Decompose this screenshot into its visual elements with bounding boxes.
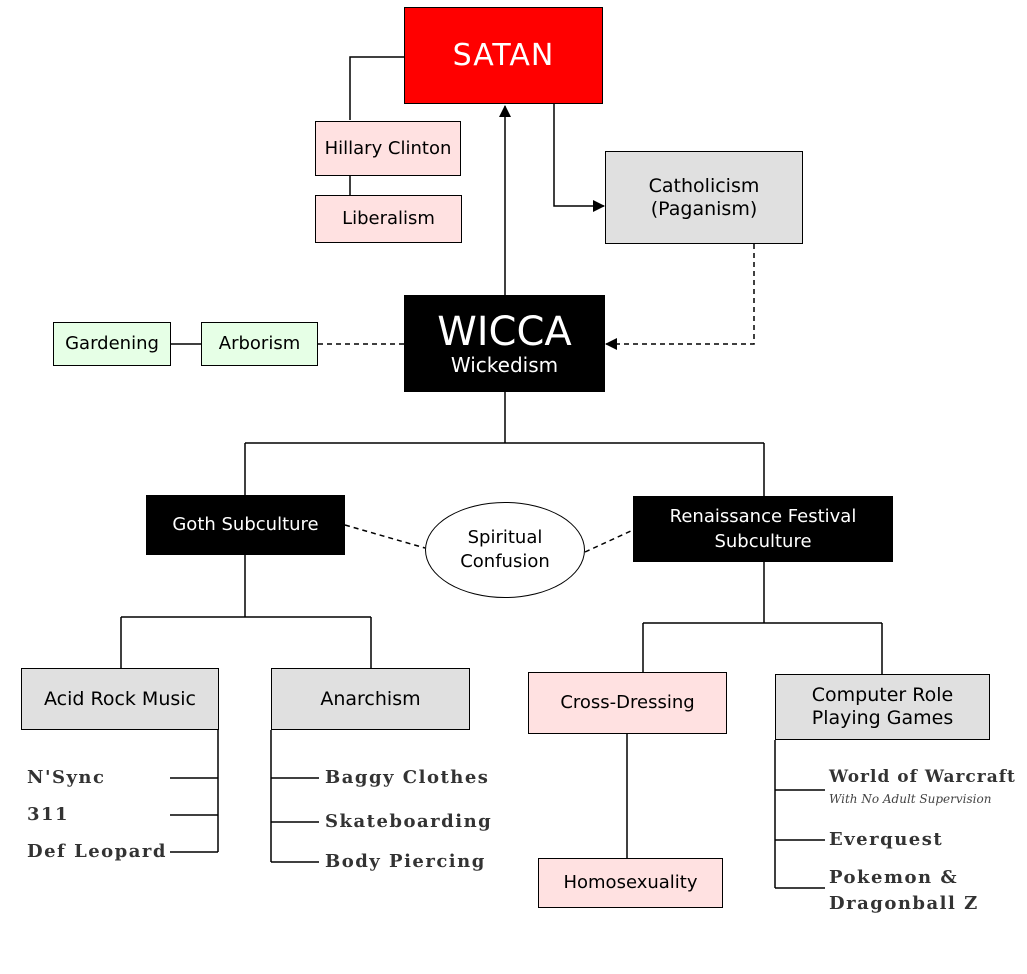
cross-dressing-label: Cross-Dressing [560, 692, 695, 714]
arborism-node: Arborism [201, 322, 318, 366]
leaf-everquest: Everquest [829, 829, 944, 850]
computer-rpg-label-1: Computer Role [811, 684, 954, 707]
anarchism-node: Anarchism [271, 668, 470, 730]
hillary-clinton-node: Hillary Clinton [315, 121, 461, 176]
hillary-clinton-label: Hillary Clinton [324, 137, 452, 159]
satan-node: SATAN [404, 7, 603, 104]
leaf-body-piercing: Body Piercing [325, 851, 486, 872]
wickedism-label: Wickedism [450, 352, 559, 377]
spiritual-label: Spiritual [467, 526, 543, 548]
goth-subculture-label: Goth Subculture [172, 514, 319, 536]
satan-label: SATAN [452, 37, 555, 73]
gardening-node: Gardening [53, 322, 171, 366]
spiritual-confusion-node: Spiritual Confusion [425, 502, 585, 598]
catholicism-node: Catholicism (Paganism) [605, 151, 803, 244]
leaf-nsync: N'Sync [27, 767, 106, 788]
catholicism-wicca-arrow [605, 244, 755, 350]
computer-rpg-node: Computer Role Playing Games [775, 674, 990, 740]
homosexuality-label: Homosexuality [563, 872, 698, 894]
leaf-world-of-warcraft: World of Warcraft [829, 767, 1016, 787]
paganism-label: (Paganism) [650, 197, 758, 220]
renaissance-festival-label: Renaissance Festival [669, 505, 857, 527]
confusion-label: Confusion [460, 551, 550, 572]
acid-rock-label: Acid Rock Music [43, 687, 196, 710]
renaissance-festival-node: Renaissance Festival Subculture [633, 496, 893, 562]
wicca-label: WICCA [437, 308, 572, 355]
leaf-wow-note: With No Adult Supervision [829, 792, 992, 806]
computer-rpg-label-2: Playing Games [811, 707, 954, 729]
goth-subculture-node: Goth Subculture [146, 495, 345, 555]
leaf-def-leopard: Def Leopard [27, 841, 168, 862]
satan-hillary-line [349, 56, 404, 120]
acid-rock-node: Acid Rock Music [21, 668, 219, 730]
catholicism-label: Catholicism [648, 174, 760, 197]
leaf-skateboarding: Skateboarding [325, 811, 493, 832]
leaf-311: 311 [27, 804, 70, 825]
gardening-label: Gardening [65, 333, 159, 355]
homosexuality-node: Homosexuality [538, 858, 723, 908]
liberalism-node: Liberalism [315, 195, 462, 243]
satan-catholicism-arrow [553, 104, 605, 212]
arborism-label: Arborism [218, 333, 301, 355]
confusion-renaissance-line [584, 529, 634, 553]
cross-dressing-node: Cross-Dressing [528, 672, 727, 734]
renaissance-subculture-label: Subculture [714, 531, 812, 552]
anarchism-label: Anarchism [320, 687, 421, 710]
leaf-dragonball: Dragonball Z [829, 893, 979, 914]
goth-confusion-line [344, 524, 426, 549]
leaf-baggy-clothes: Baggy Clothes [325, 767, 490, 788]
liberalism-label: Liberalism [342, 208, 435, 230]
leaf-pokemon: Pokemon & [829, 867, 959, 888]
wicca-node: WICCA Wickedism [404, 295, 605, 392]
